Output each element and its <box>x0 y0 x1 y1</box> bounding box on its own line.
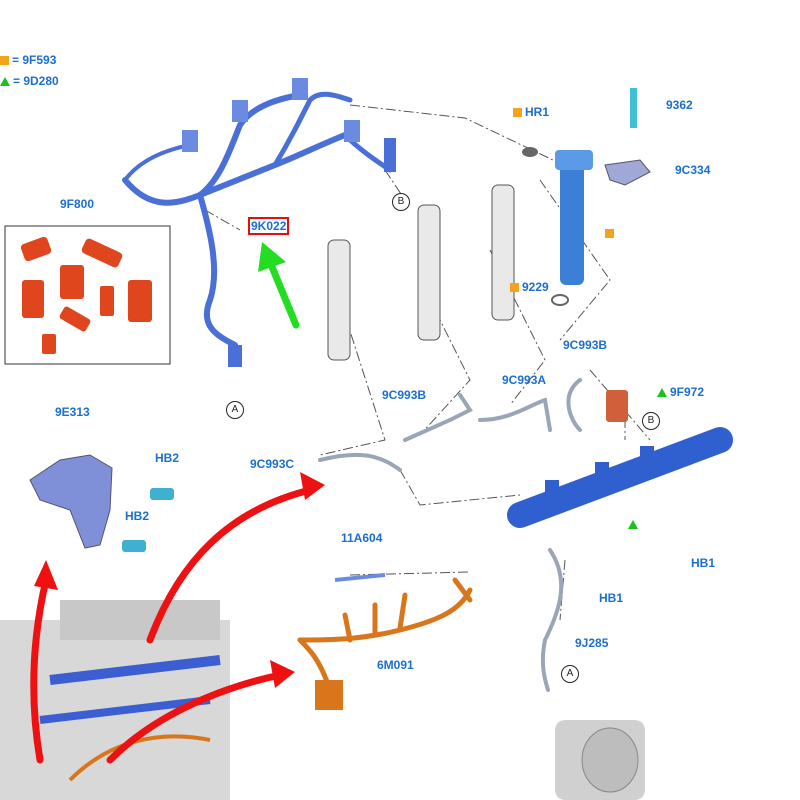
label-hr1-row: HR1 <box>513 105 549 119</box>
label-9c334: 9C334 <box>675 163 711 177</box>
label-9229-row: 9229 <box>510 280 549 294</box>
triangle-marker-rail <box>628 520 638 529</box>
washer-9229[interactable] <box>551 294 569 306</box>
injector-harness-9k022[interactable] <box>122 78 396 367</box>
label-hb1-left: HB1 <box>599 591 624 605</box>
label-9c993b-lower: 9C993B <box>382 388 427 402</box>
legend-triangle: = 9D280 <box>0 74 59 88</box>
label-9f972-row: 9F972 <box>657 385 704 399</box>
callout-a-lower: A <box>561 665 579 683</box>
label-9j285: 9J285 <box>575 636 609 650</box>
bolt-9362[interactable] <box>630 88 637 128</box>
label-11a604: 11A604 <box>341 531 383 545</box>
kit-9f800-parts <box>20 236 152 354</box>
square-marker-injector <box>605 229 614 238</box>
label-hb2-top: HB2 <box>155 451 180 465</box>
green-arrow <box>258 242 300 329</box>
label-9229: 9229 <box>522 280 549 294</box>
label-9c993c: 9C993C <box>250 457 295 471</box>
fuel-pump <box>555 720 645 800</box>
square-marker-icon <box>513 107 522 117</box>
red-arrows <box>30 486 314 764</box>
callout-b-lower: B <box>642 412 660 430</box>
injector-highlighted[interactable] <box>555 150 593 285</box>
injectors[interactable] <box>327 184 515 361</box>
label-9c993b-upper: 9C993B <box>563 338 608 352</box>
callout-a-upper: A <box>226 401 244 419</box>
legend-square-label: = 9F593 <box>12 53 57 67</box>
label-6m091: 6M091 <box>377 658 414 672</box>
label-hb1-right: HB1 <box>691 556 716 570</box>
callout-b-upper: B <box>392 193 410 211</box>
triangle-marker-icon <box>0 76 10 86</box>
fuel-pipes[interactable] <box>318 378 582 692</box>
harness-6m091[interactable] <box>297 577 473 710</box>
label-9e313: 9E313 <box>55 405 90 419</box>
label-9362: 9362 <box>666 98 693 112</box>
red-arrowheads <box>34 472 325 688</box>
square-marker-icon <box>0 55 9 65</box>
square-marker-icon <box>510 282 519 292</box>
label-9f972: 9F972 <box>670 385 705 399</box>
fuel-rail[interactable] <box>507 427 733 528</box>
label-hr1: HR1 <box>525 105 550 119</box>
harness-11a604[interactable] <box>334 573 386 582</box>
legend-triangle-label: = 9D280 <box>13 74 59 88</box>
label-9f800: 9F800 <box>60 197 95 211</box>
sensor-9f972[interactable] <box>606 390 628 422</box>
triangle-marker-icon <box>657 387 667 397</box>
clip-hr1[interactable] <box>522 147 538 157</box>
legend-square: = 9F593 <box>0 53 56 67</box>
label-hb2-bottom: HB2 <box>125 509 150 523</box>
label-9k022[interactable]: 9K022 <box>247 217 290 235</box>
bracket-9e313[interactable] <box>29 454 174 552</box>
clamp-9c334[interactable] <box>604 159 651 186</box>
label-9c993a: 9C993A <box>502 373 547 387</box>
